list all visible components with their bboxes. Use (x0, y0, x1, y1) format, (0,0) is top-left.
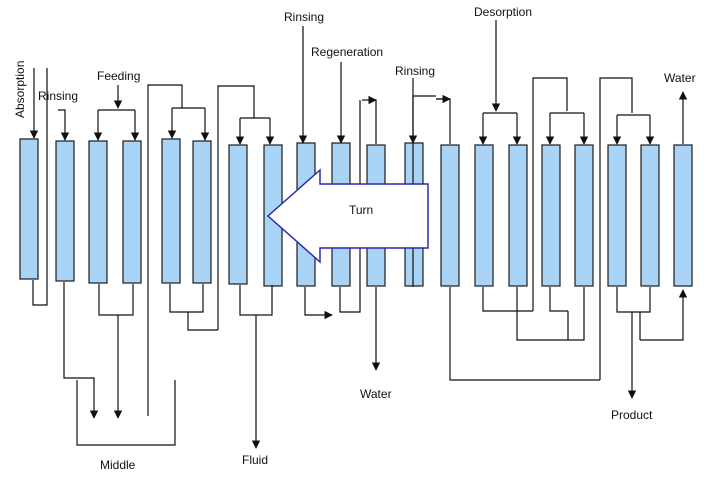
label-product: Product (611, 408, 653, 422)
top-connections (147, 77, 655, 380)
column-6 (192, 140, 212, 284)
column-16 (541, 144, 561, 287)
column-13 (440, 144, 460, 287)
column-15 (508, 144, 528, 287)
label-absorption: Absorption (13, 61, 27, 118)
label-desorption: Desorption (474, 5, 532, 19)
column-18 (607, 144, 627, 287)
column-2 (55, 140, 75, 282)
label-rinsing-2: Rinsing (284, 10, 324, 24)
column-5 (161, 138, 181, 284)
label-water-top: Water (664, 71, 696, 85)
column-1 (19, 138, 39, 280)
inlet-arrows (29, 20, 688, 145)
label-rinsing-3: Rinsing (395, 64, 435, 78)
column-3 (88, 140, 108, 284)
middle-tray (76, 283, 176, 446)
column-17 (574, 144, 594, 287)
label-water-bottom: Water (360, 387, 392, 401)
label-feeding: Feeding (97, 69, 140, 83)
column-20 (673, 144, 693, 287)
column-19 (640, 144, 660, 287)
label-fluid: Fluid (242, 453, 268, 467)
column-14 (474, 144, 494, 287)
column-7 (228, 144, 248, 285)
label-regeneration: Regeneration (311, 45, 383, 59)
column-4 (122, 140, 142, 284)
labels: Absorption Rinsing Feeding Rinsing Regen… (13, 5, 696, 472)
label-turn: Turn (349, 203, 373, 217)
bottom-connections (32, 68, 688, 449)
label-middle: Middle (100, 458, 136, 472)
turn-arrow (266, 168, 429, 264)
label-rinsing-1: Rinsing (38, 89, 78, 103)
